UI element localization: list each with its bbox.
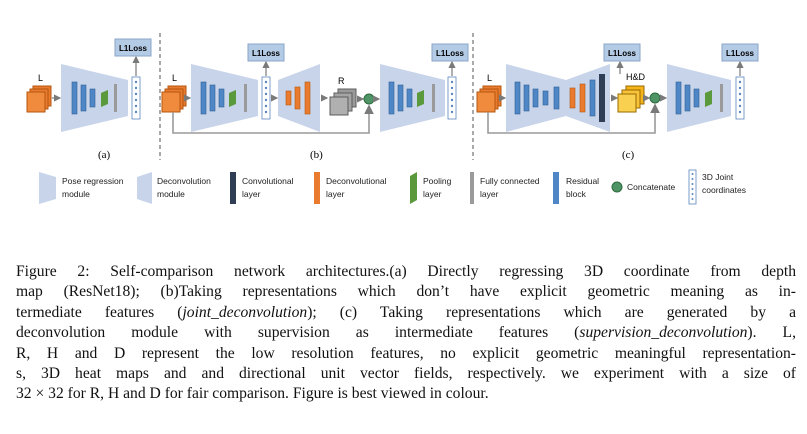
- legend-label: block: [566, 189, 587, 199]
- figure-caption: Figure 2: Self-comparison network archit…: [16, 262, 796, 405]
- l1loss-box: [431, 43, 469, 62]
- green-circle-icon: [611, 181, 623, 193]
- feature-label-r: R: [338, 76, 345, 86]
- caption-line: s, 3D heat maps and and directional unit…: [16, 365, 796, 383]
- legend-label: Convolutional: [242, 176, 294, 186]
- joint-coordinates: [131, 76, 141, 120]
- trapezoid-icon: [39, 172, 56, 204]
- pose-regression-module: [191, 64, 258, 132]
- legend-label: module: [62, 189, 90, 199]
- feature-label-l: L: [487, 73, 492, 83]
- feature-label-l: L: [172, 73, 177, 83]
- feature-block-l: [161, 85, 187, 113]
- panel-c: L L1Loss H&D: [476, 43, 759, 161]
- panel-label-b: (b): [310, 149, 323, 161]
- caption-line: deconvolution module with supervision as…: [16, 323, 796, 343]
- panel-b: L L1Loss R: [161, 43, 469, 161]
- l1loss-label: L1Loss: [119, 44, 148, 53]
- feature-block-l: [476, 85, 502, 113]
- orange-bar-icon: [314, 172, 320, 204]
- l1loss-box: [603, 43, 641, 62]
- legend-label: layer: [326, 189, 345, 199]
- dark-bar-icon: [230, 172, 236, 204]
- joint-coordinates: [447, 76, 457, 120]
- green-parallelogram-icon: [410, 172, 417, 204]
- l1loss-label: L1Loss: [252, 49, 281, 58]
- gray-bar-icon: [470, 172, 474, 204]
- caption-text: termediate features (: [16, 303, 183, 321]
- concatenate-node: [363, 93, 375, 105]
- caption-emphasis: supervision_deconvolution: [579, 324, 748, 342]
- legend: Pose regression module Deconvolution mod…: [39, 169, 746, 205]
- caption-line: 32 × 32 for R, H and D for fair comparis…: [16, 385, 489, 403]
- legend-label: Residual: [566, 176, 599, 186]
- legend-label: Pose regression: [62, 176, 124, 186]
- legend-label: layer: [242, 189, 261, 199]
- joint-coordinates: [261, 76, 271, 120]
- joint-coordinates: [735, 76, 745, 120]
- legend-label: Deconvolutional: [326, 176, 387, 186]
- blue-bar-icon: [553, 172, 559, 204]
- feature-label-l: L: [38, 73, 43, 83]
- l1loss-box: [247, 43, 285, 62]
- caption-line: termediate features (joint_deconvolution…: [16, 303, 796, 323]
- legend-label: coordinates: [702, 185, 746, 195]
- panel-label-c: (c): [622, 149, 635, 161]
- caption-text: ). L,: [747, 324, 796, 342]
- caption-text: deconvolution module with supervision as…: [16, 324, 580, 342]
- pose-regression-module: [380, 64, 445, 132]
- caption-emphasis: joint_deconvolution: [182, 303, 308, 321]
- feature-label-hd: H&D: [626, 72, 646, 82]
- legend-label: Pooling: [423, 176, 452, 186]
- legend-label: module: [157, 189, 185, 199]
- l1loss-label: L1Loss: [726, 49, 755, 58]
- panel-a: L L1Loss (a): [26, 38, 152, 161]
- legend-label: layer: [480, 189, 499, 199]
- caption-line: map (ResNet18); (b)Taking representation…: [16, 283, 796, 301]
- legend-label: Concatenate: [627, 182, 675, 192]
- caption-text: ); (c) Taking representations which are …: [307, 303, 796, 321]
- legend-label: Deconvolution: [157, 176, 211, 186]
- l1loss-box: [721, 43, 759, 62]
- panel-label-a: (a): [98, 149, 111, 161]
- l1loss-label: L1Loss: [436, 49, 465, 58]
- legend-label: layer: [423, 189, 442, 199]
- concatenate-node: [649, 92, 661, 104]
- feature-block-r: [329, 88, 357, 116]
- legend-label: Fully connected: [480, 176, 540, 186]
- inverse-trapezoid-icon: [137, 172, 152, 204]
- architecture-figure: L L1Loss (a) L: [26, 33, 759, 205]
- l1loss-box: [114, 38, 152, 57]
- feature-block-hd: [617, 85, 645, 113]
- feature-block-l: [26, 85, 52, 113]
- dotted-column-icon: [688, 169, 697, 205]
- caption-line: Figure 2: Self-comparison network archit…: [16, 263, 796, 280]
- l1loss-label: L1Loss: [608, 49, 637, 58]
- legend-label: 3D Joint: [702, 172, 734, 182]
- caption-line: R, H and D represent the low resolution …: [16, 344, 796, 362]
